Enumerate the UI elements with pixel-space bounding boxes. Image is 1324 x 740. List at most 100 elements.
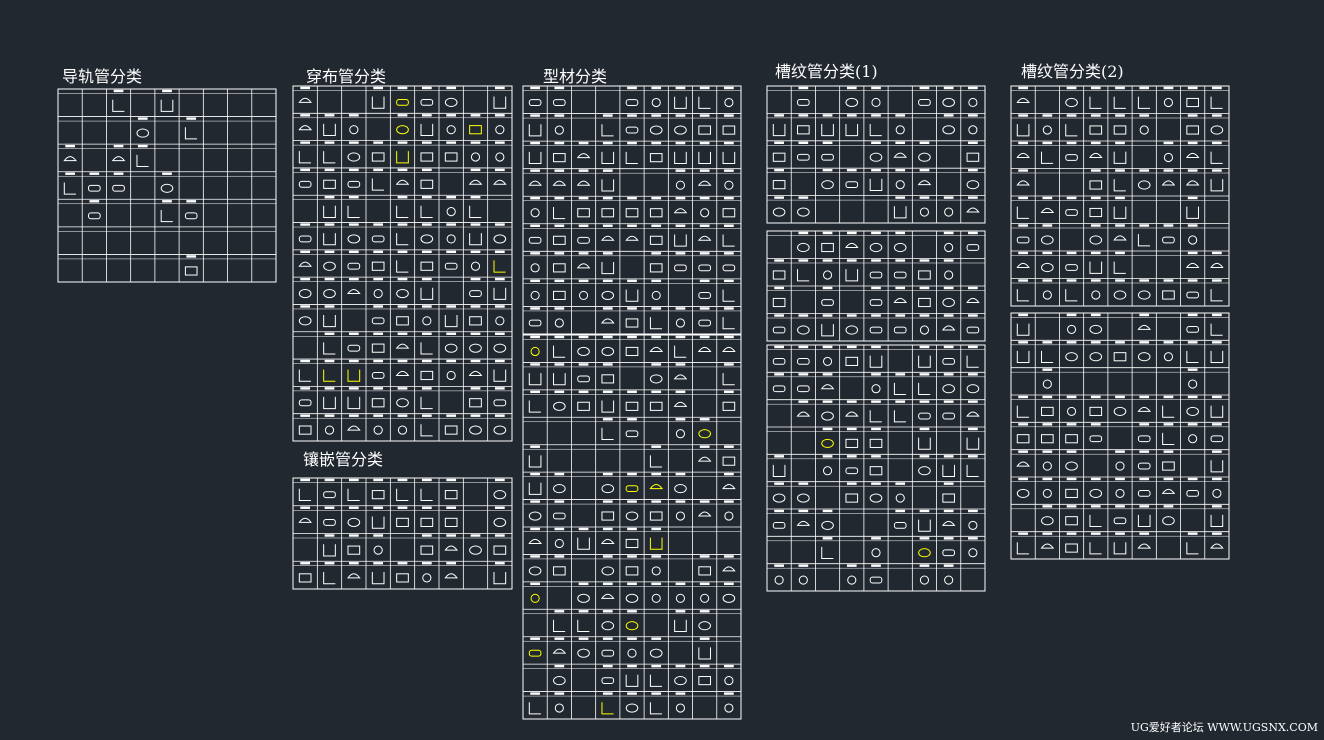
part-profile-icon <box>323 518 336 526</box>
groove1-table-c-cell-label <box>846 400 857 403</box>
part-profile-icon <box>601 427 614 441</box>
groove2-table-b-cell-label <box>1090 477 1101 481</box>
groove2-table-b-cell-label <box>1212 477 1222 481</box>
groove2-table-b-cell-label <box>1115 532 1125 535</box>
groove1-table-c-cell-label <box>919 564 930 567</box>
part-profile-icon <box>600 318 615 324</box>
groove1-table-b-cell-label <box>895 286 906 290</box>
fabric-table-cell-label <box>494 387 505 390</box>
profile-table-b-cell-label <box>554 472 565 476</box>
part-profile-icon <box>373 545 383 555</box>
groove2-table-a-cell-label <box>1066 279 1077 282</box>
guide-rail-table-cell-label <box>89 172 100 175</box>
profile-table-b-cell-label <box>578 390 589 394</box>
groove1-table-c-cell-label <box>895 482 906 485</box>
profile-table-b-cell-label <box>578 527 589 531</box>
profile-table-b-cell-label <box>724 335 734 339</box>
part-profile-icon <box>396 488 409 501</box>
part-profile-icon <box>347 234 361 244</box>
part-profile-icon <box>495 125 505 135</box>
inlay-table-cell-label <box>397 506 408 509</box>
groove2-table-a-cell-label <box>1115 86 1125 90</box>
part-profile-icon <box>371 152 385 162</box>
groove2-table-b-cell-label <box>1163 341 1174 344</box>
groove2-table-b-cell-label <box>1090 313 1101 317</box>
part-profile-icon <box>698 429 711 439</box>
part-profile-icon <box>917 180 932 186</box>
part-profile-icon <box>1042 125 1052 135</box>
groove2-table-a-cell-label <box>1139 279 1150 282</box>
profile-table-b-cell-label <box>651 335 662 339</box>
groove1-table-b-cell-label <box>846 231 857 235</box>
part-profile-icon <box>528 373 542 386</box>
groove1-table-b-cell-label <box>919 314 930 317</box>
inlay-table-cell-label <box>421 562 432 565</box>
groove1-table-a-cell-label <box>774 141 784 144</box>
part-profile-icon <box>698 292 711 299</box>
groove1-table-c-cell-label <box>943 345 954 349</box>
fabric-table-cell-label <box>494 359 505 363</box>
fabric-table-cell-label <box>300 414 311 417</box>
groove1-table-c-cell-label <box>774 455 784 458</box>
profile-table-a-cell-label <box>724 224 734 227</box>
groove2-table-a-cell-label <box>1212 141 1222 145</box>
part-profile-icon <box>871 384 881 394</box>
part-profile-icon <box>822 356 833 366</box>
profile-table-b-cell-label <box>627 527 637 531</box>
groove2-table-a-cell-label <box>1090 86 1101 90</box>
part-profile-icon <box>772 124 786 137</box>
groove2-table-a-cell-label <box>1163 86 1174 90</box>
groove1-table-c-cell-label <box>919 509 930 513</box>
part-profile-icon <box>797 325 810 335</box>
part-profile-icon <box>722 346 736 352</box>
profile-table-b-cell-label <box>699 664 710 668</box>
part-profile-icon <box>821 324 834 337</box>
part-profile-icon <box>797 242 810 253</box>
part-profile-icon <box>1042 488 1052 498</box>
groove2-table-b-cell-label <box>1066 450 1077 453</box>
part-profile-icon <box>724 180 734 190</box>
guide-rail-table-cell-label <box>186 255 197 258</box>
part-profile-icon <box>821 153 834 161</box>
groove2-table-a-cell-label <box>1042 141 1053 145</box>
part-profile-icon <box>918 152 931 162</box>
part-profile-icon <box>601 677 615 685</box>
part-profile-icon <box>396 517 409 527</box>
part-profile-icon <box>674 125 687 135</box>
groove1-table-b-cell-label <box>871 286 881 290</box>
groove1-table-b-cell-label <box>822 231 833 235</box>
groove2-table-b-cell-label <box>1042 368 1053 371</box>
groove2-table-b-cell-label <box>1115 395 1125 399</box>
groove1-table-b-cell-label <box>798 259 809 262</box>
part-profile-icon <box>469 398 482 408</box>
profile-table-b-cell-label <box>627 335 637 339</box>
profile-table-a-cell-label <box>602 114 613 117</box>
fabric-table-cell-label <box>494 86 505 90</box>
groove1-table-a-cell-label <box>895 169 906 172</box>
part-profile-icon <box>493 179 507 185</box>
groove2-table-b-cell-label <box>1042 505 1053 508</box>
profile-table-a-cell-label <box>627 86 637 90</box>
part-profile-icon <box>893 297 908 303</box>
groove2-table-b-cell-label <box>1090 505 1101 508</box>
part-profile-icon <box>1163 152 1174 163</box>
part-profile-icon <box>298 235 312 243</box>
groove2-table-b-cell-label <box>1139 505 1150 508</box>
guide-rail-table-cell-label <box>113 89 124 93</box>
profile-table-b-cell-label <box>602 363 613 366</box>
profile-table-b-cell-label <box>602 582 613 586</box>
profile-table-b-cell-label <box>675 418 686 421</box>
fabric-table-cell-label <box>397 414 408 417</box>
part-profile-icon <box>1016 488 1030 498</box>
part-profile-icon <box>797 385 810 393</box>
groove2-table-a-cell-label <box>1139 169 1150 172</box>
part-profile-icon <box>528 566 542 576</box>
part-profile-icon <box>968 548 978 558</box>
part-profile-icon <box>895 493 905 503</box>
profile-table-a-cell-label <box>699 252 710 255</box>
part-profile-icon <box>347 288 361 295</box>
groove2-table-b-cell-label <box>1066 341 1077 344</box>
groove2-table-a-cell-label <box>1018 196 1028 200</box>
groove2-table-a-cell-label <box>1018 279 1028 282</box>
